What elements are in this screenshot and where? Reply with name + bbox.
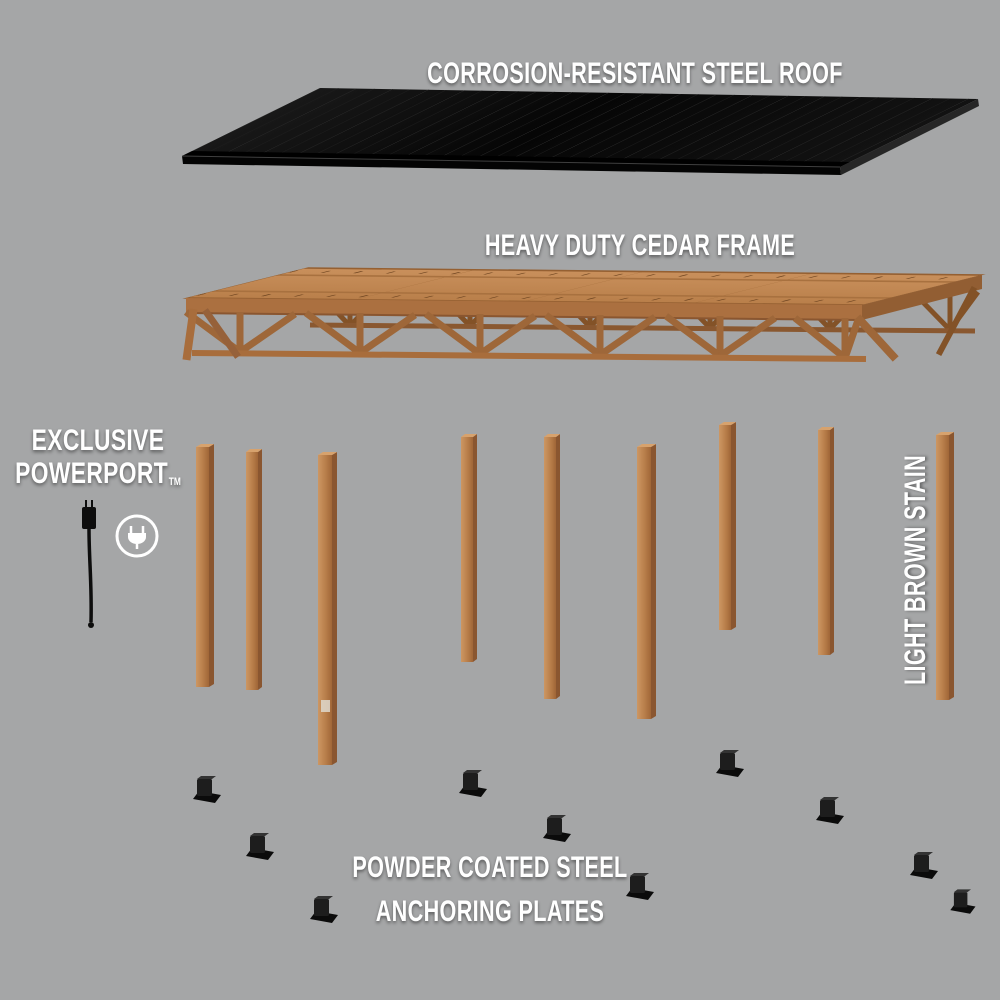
cedar-post: [936, 432, 954, 700]
powerport-label-line2: POWERPORTTM: [15, 457, 181, 490]
frame-truss-front-row: [183, 309, 862, 361]
cedar-post: [461, 434, 477, 662]
cedar-post: [246, 449, 262, 690]
anchor-plates: [193, 750, 976, 923]
roof-front-edge: [182, 156, 841, 175]
plug-in-circle-icon: [115, 514, 159, 558]
cedar-post: [818, 427, 834, 655]
frame-right-end: [862, 275, 982, 320]
powerport-label: EXCLUSIVE POWERPORTTM: [14, 424, 181, 499]
anchor-plate: [246, 833, 274, 860]
anchor-plate: [716, 750, 744, 777]
anchor-plate: [459, 770, 487, 797]
hanging-power-cord-icon: [82, 500, 96, 628]
frame-beam: [182, 267, 986, 321]
anchor-plate: [816, 797, 844, 824]
cedar-post: [196, 444, 214, 687]
trademark-symbol: TM: [168, 476, 181, 488]
cedar-post: [318, 452, 337, 765]
cedar-posts: [196, 422, 954, 765]
frame-front-rail: [191, 350, 867, 362]
stain-label: LIGHT BROWN STAIN: [899, 454, 932, 686]
anchors-label-line2: ANCHORING PLATES: [375, 895, 605, 928]
roof-right-edge: [840, 99, 979, 175]
anchors-label-line1: POWDER COATED STEEL: [352, 851, 628, 884]
anchor-plate: [626, 873, 654, 900]
anchor-plate: [193, 776, 221, 803]
powerport-label-line1: EXCLUSIVE: [31, 424, 165, 457]
anchor-plate: [310, 896, 338, 923]
post-sticker: [321, 700, 330, 712]
anchor-plate: [950, 889, 976, 914]
cedar-post: [637, 444, 656, 719]
cedar-frame: [182, 267, 986, 362]
frame-end-braces: [182, 285, 978, 362]
anchors-label: POWDER COATED STEEL ANCHORING PLATES: [245, 846, 735, 934]
anchor-plate: [543, 815, 571, 842]
anchor-plate: [910, 852, 938, 879]
steel-roof-panel: [181, 88, 979, 175]
cedar-post: [544, 434, 560, 699]
roof-label: CORROSION-RESISTANT STEEL ROOF: [427, 57, 843, 90]
frame-label: HEAVY DUTY CEDAR FRAME: [484, 229, 796, 262]
cedar-post: [719, 422, 736, 630]
